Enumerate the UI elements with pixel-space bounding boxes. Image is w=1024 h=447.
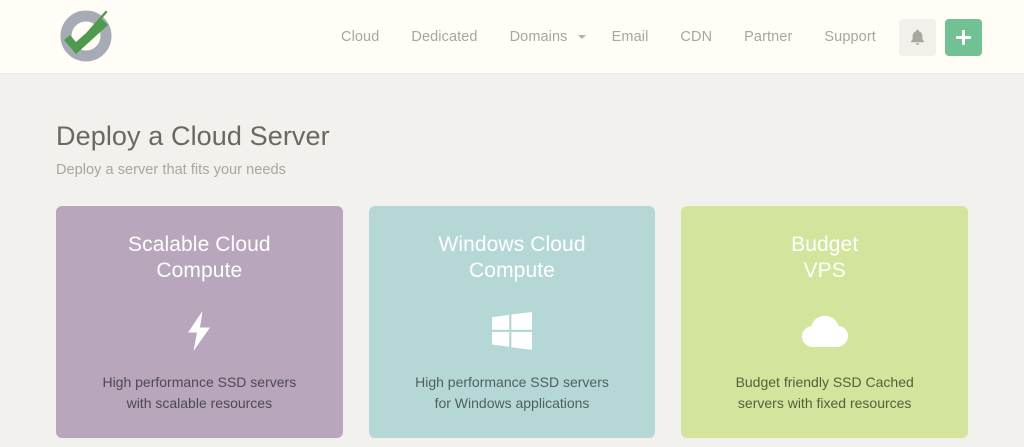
cloud-icon bbox=[801, 315, 848, 348]
card-scalable-title: Scalable Cloud Compute bbox=[128, 232, 271, 282]
nav-support[interactable]: Support bbox=[808, 0, 892, 74]
nav-support-label: Support bbox=[824, 29, 876, 45]
nav-dedicated-label: Dedicated bbox=[411, 29, 478, 45]
card-windows-description: High performance SSD servers for Windows… bbox=[415, 374, 609, 412]
nav-email-label: Email bbox=[611, 29, 649, 45]
nav-cloud[interactable]: Cloud bbox=[325, 0, 395, 74]
card-windows-title: Windows Cloud Compute bbox=[438, 232, 586, 282]
server-type-cards: Scalable Cloud Compute High performance … bbox=[56, 205, 969, 438]
nav-cdn[interactable]: CDN bbox=[664, 0, 728, 74]
card-scalable-cloud-compute[interactable]: Scalable Cloud Compute High performance … bbox=[56, 205, 343, 438]
notifications-button[interactable] bbox=[899, 19, 936, 56]
card-budget-vps[interactable]: Budget VPS Budget friendly SSD Cached se… bbox=[681, 205, 969, 438]
page-subtitle: Deploy a server that fits your needs bbox=[56, 161, 286, 178]
nav-partner[interactable]: Partner bbox=[728, 0, 808, 74]
add-button[interactable] bbox=[945, 19, 982, 56]
nav-domains[interactable]: Domains bbox=[494, 0, 596, 74]
cloud-host-logo[interactable] bbox=[56, 6, 120, 68]
nav-dedicated[interactable]: Dedicated bbox=[395, 0, 493, 74]
card-scalable-description: High performance SSD servers with scalab… bbox=[102, 374, 297, 412]
chevron-down-icon bbox=[577, 35, 586, 39]
card-windows-icon-wrap bbox=[369, 302, 656, 360]
lightning-bolt-icon bbox=[188, 311, 211, 352]
card-budget-title: Budget VPS bbox=[791, 232, 859, 282]
plus-icon bbox=[956, 30, 971, 45]
nav-email[interactable]: Email bbox=[596, 0, 665, 74]
site-header: Cloud Dedicated Domains Email CDN Partne… bbox=[0, 0, 1024, 74]
logo-mark bbox=[60, 10, 112, 62]
nav-cloud-label: Cloud bbox=[341, 29, 380, 45]
nav-partner-label: Partner bbox=[744, 29, 793, 45]
card-budget-icon-wrap bbox=[681, 302, 968, 360]
header-actions bbox=[899, 19, 982, 56]
card-budget-description: Budget friendly SSD Cached servers with … bbox=[735, 374, 914, 412]
card-scalable-icon-wrap bbox=[56, 302, 343, 360]
bell-icon bbox=[910, 29, 925, 45]
nav-domains-label: Domains bbox=[509, 29, 568, 45]
main-content: Deploy a Cloud Server Deploy a server th… bbox=[0, 121, 1024, 438]
windows-logo-icon bbox=[492, 312, 532, 351]
nav-cdn-label: CDN bbox=[680, 29, 713, 45]
card-windows-cloud-compute[interactable]: Windows Cloud Compute High performance S… bbox=[368, 205, 656, 438]
main-navigation: Cloud Dedicated Domains Email CDN Partne… bbox=[325, 0, 892, 74]
page-title: Deploy a Cloud Server bbox=[56, 121, 330, 151]
